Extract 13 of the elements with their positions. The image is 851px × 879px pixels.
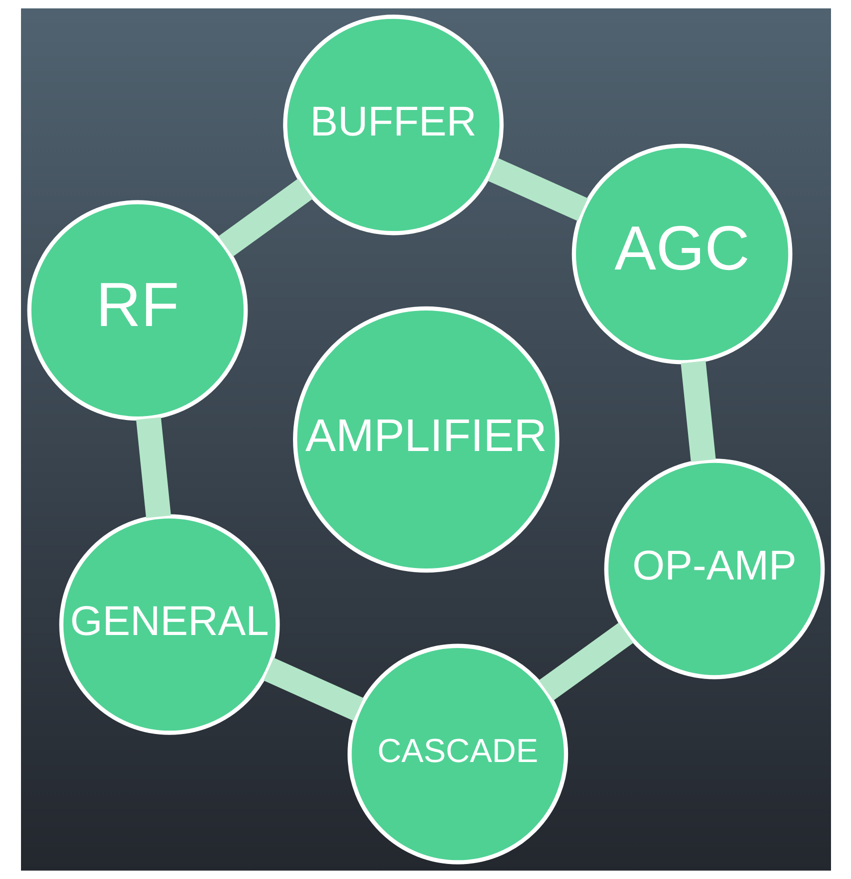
connector: [218, 178, 312, 257]
connector: [538, 622, 633, 700]
connector: [680, 360, 716, 462]
node-circle: AMPLIFIER: [292, 306, 559, 573]
node-circle: OP-AMP: [604, 458, 824, 680]
node-circle: RF: [26, 200, 248, 421]
node-circle: CASCADE: [347, 644, 568, 864]
connector: [487, 158, 588, 221]
connector: [136, 417, 170, 518]
node-circle: GENERAL: [58, 514, 280, 735]
connector: [263, 658, 364, 721]
node-circle: AGC: [571, 144, 792, 364]
node-circle: BUFFER: [282, 14, 504, 236]
